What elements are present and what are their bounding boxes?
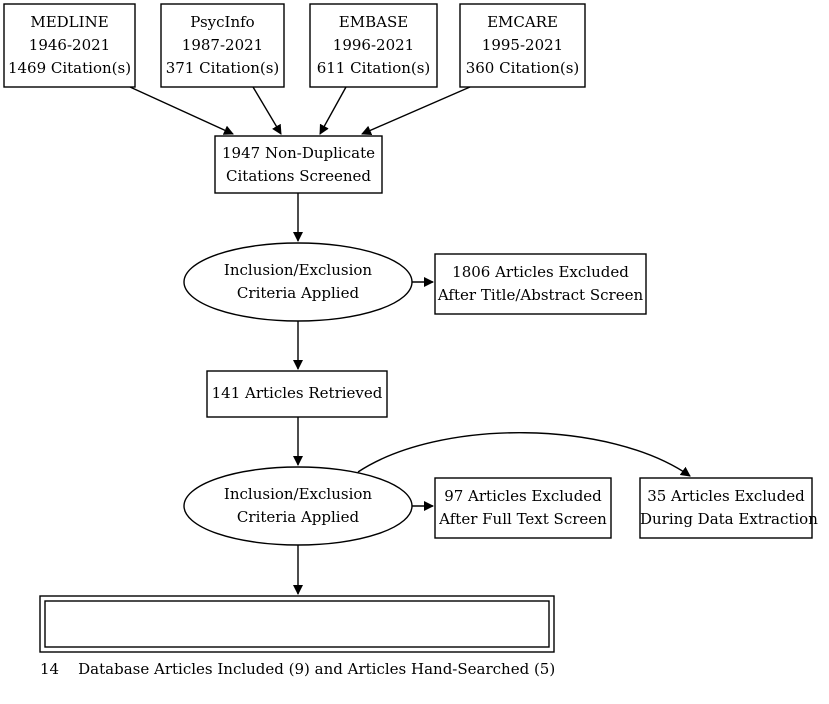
- edge-emcare-to-screened: [361, 86, 471, 135]
- source-embase-text: EMBASE 1996-2021 611 Citation(s): [310, 11, 437, 80]
- criteria1-line-2: Criteria Applied: [236, 284, 360, 302]
- screened-line-2: Citations Screened: [226, 167, 371, 185]
- source-psycinfo-text: PsycInfo 1987-2021 371 Citation(s): [161, 11, 284, 80]
- edge-criteria2-to-excluded3: [357, 432, 691, 477]
- criteria2-line-1: Inclusion/Exclusion: [223, 485, 373, 503]
- excluded1-line-1: 1806 Articles Excluded: [452, 263, 629, 281]
- excluded1-text: 1806 Articles Excluded After Title/Abstr…: [435, 261, 646, 307]
- excluded2-line-2: After Full Text Screen: [439, 510, 607, 528]
- excluded2-line-1: 97 Articles Excluded: [444, 487, 602, 505]
- criteria1-text: Inclusion/Exclusion Criteria Applied: [184, 259, 412, 305]
- source-years: 1946-2021: [28, 36, 111, 54]
- screened-text: 1947 Non-Duplicate Citations Screened: [215, 142, 382, 188]
- source-years: 1987-2021: [181, 36, 264, 54]
- source-name: EMBASE: [338, 13, 409, 31]
- flow-diagram: [3, 3, 813, 653]
- source-citations: 1469 Citation(s): [7, 59, 132, 77]
- excluded-box-2: [434, 477, 612, 539]
- source-years: 1996-2021: [332, 36, 415, 54]
- source-name: MEDLINE: [30, 13, 109, 31]
- edge-psycinfo-to-screened: [252, 86, 282, 135]
- excluded-box-1: [434, 253, 647, 315]
- source-emcare-text: EMCARE 1995-2021 360 Citation(s): [460, 11, 585, 80]
- source-box-emcare: [459, 3, 586, 88]
- excluded3-line-2: During Data Extraction: [640, 510, 818, 528]
- source-years: 1995-2021: [481, 36, 564, 54]
- edge-medline-to-screened: [129, 86, 234, 135]
- source-box-psycinfo: [160, 3, 285, 88]
- included-label: 14 Database Articles Included (9) and Ar…: [40, 660, 556, 678]
- retrieved-box: [206, 370, 388, 418]
- source-name: EMCARE: [487, 13, 558, 31]
- source-name: PsycInfo: [190, 13, 255, 31]
- included-text: 14 Database Articles Included (9) and Ar…: [40, 612, 556, 704]
- source-citations: 360 Citation(s): [465, 59, 580, 77]
- criteria2-line-2: Criteria Applied: [236, 508, 360, 526]
- retrieved-label: 141 Articles Retrieved: [211, 384, 383, 402]
- screened-line-1: 1947 Non-Duplicate: [222, 144, 375, 162]
- excluded2-text: 97 Articles Excluded After Full Text Scr…: [435, 485, 611, 531]
- source-citations: 371 Citation(s): [165, 59, 280, 77]
- included-box-outer: [39, 595, 555, 653]
- edge-embase-to-screened: [319, 86, 347, 135]
- source-citations: 611 Citation(s): [316, 59, 431, 77]
- source-box-embase: [309, 3, 438, 88]
- excluded-box-3: [639, 477, 813, 539]
- source-medline-text: MEDLINE 1946-2021 1469 Citation(s): [4, 11, 135, 80]
- included-box-inner: [44, 600, 550, 648]
- excluded3-line-1: 35 Articles Excluded: [647, 487, 805, 505]
- criteria1-line-1: Inclusion/Exclusion: [223, 261, 373, 279]
- criteria2-text: Inclusion/Exclusion Criteria Applied: [184, 483, 412, 529]
- retrieved-text: 141 Articles Retrieved: [207, 382, 387, 405]
- excluded3-text: 35 Articles Excluded During Data Extract…: [640, 485, 818, 531]
- source-box-medline: [3, 3, 136, 88]
- excluded1-line-2: After Title/Abstract Screen: [437, 286, 644, 304]
